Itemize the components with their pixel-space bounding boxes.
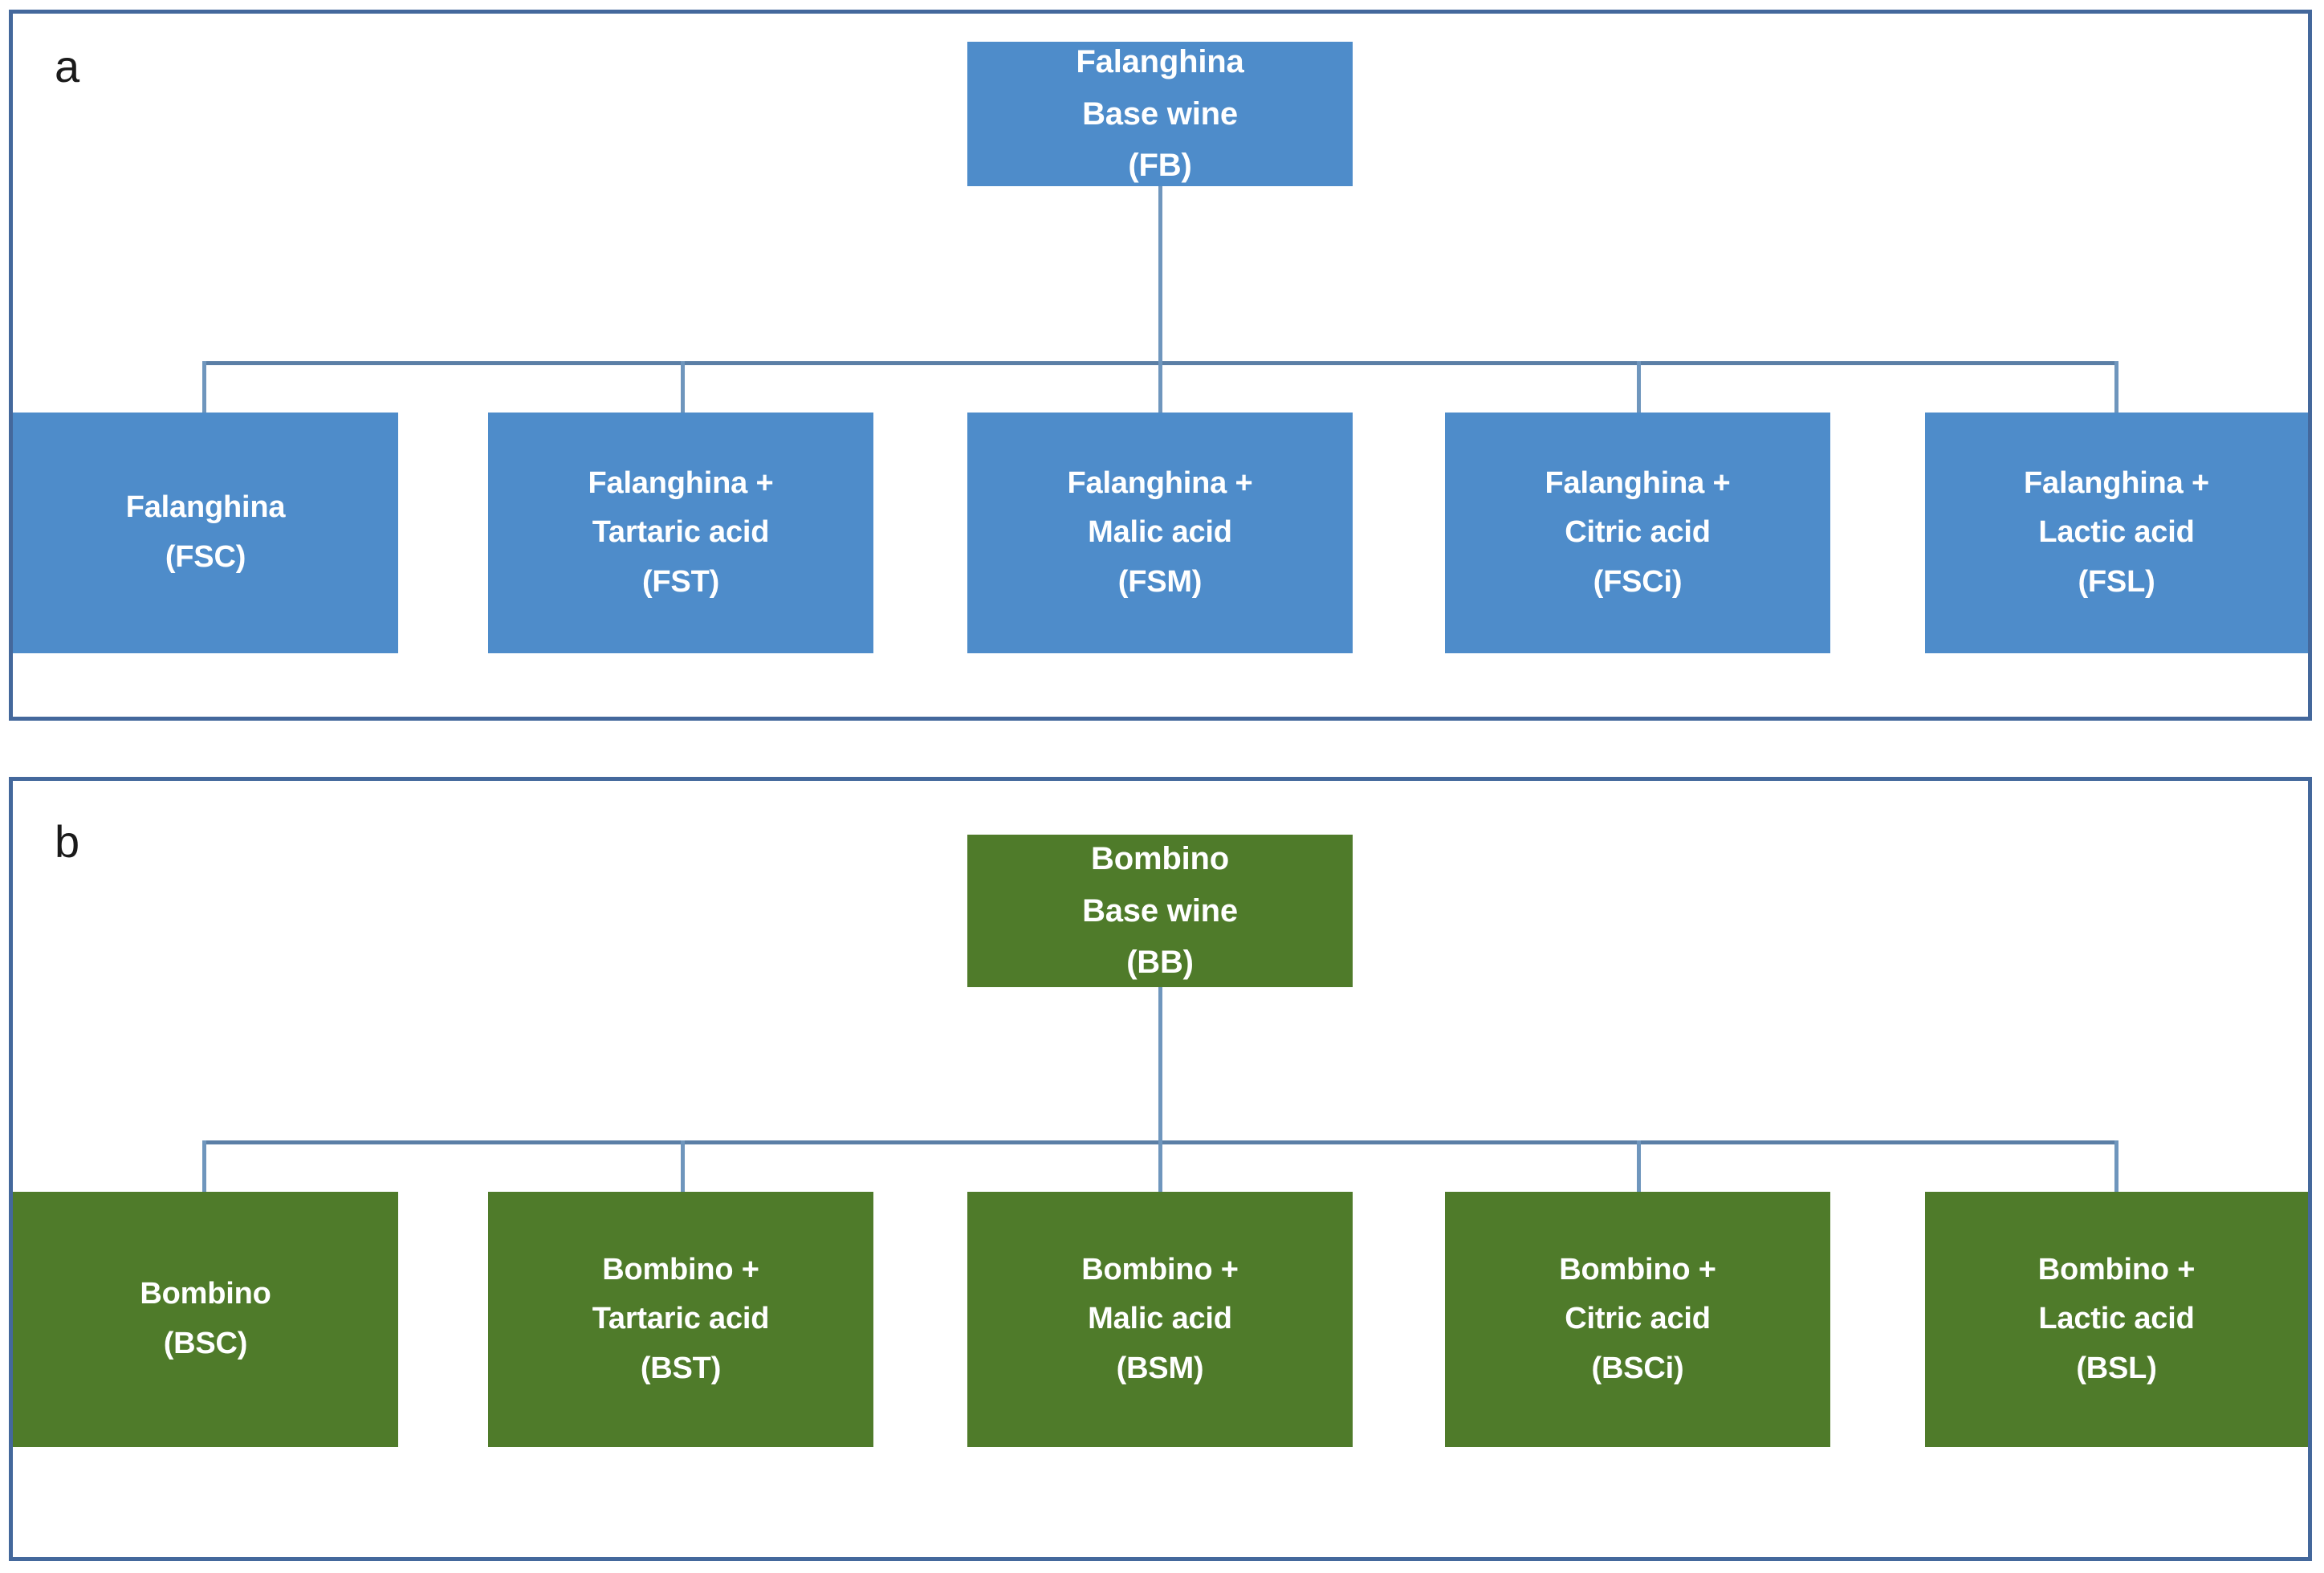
- connector-a-drop-4: [1637, 361, 1641, 416]
- node-bsl: Bombino + Lactic acid (BSL): [1925, 1192, 2308, 1447]
- node-fsl-line-3: (FSL): [2078, 564, 2155, 599]
- node-fsc-line-2: (FSC): [165, 540, 246, 574]
- connector-b-drop-3: [1158, 1140, 1162, 1195]
- node-bb-line-2: Base wine: [1082, 892, 1238, 929]
- node-fsm: Falanghina + Malic acid (FSM): [967, 413, 1353, 653]
- node-fsci-line-3: (FSCi): [1593, 564, 1683, 599]
- node-bsm: Bombino + Malic acid (BSM): [967, 1192, 1353, 1447]
- node-fsm-line-1: Falanghina +: [1067, 465, 1253, 500]
- node-bsl-line-3: (BSL): [2076, 1351, 2157, 1385]
- node-bb: Bombino Base wine (BB): [967, 835, 1353, 987]
- node-fst-line-2: Tartaric acid: [592, 515, 770, 550]
- node-bsci-line-2: Citric acid: [1565, 1302, 1711, 1336]
- connector-a-drop-2: [681, 361, 685, 416]
- node-bst-line-3: (BST): [640, 1351, 722, 1385]
- node-fsl-line-1: Falanghina +: [2024, 465, 2209, 500]
- node-bsci-line-1: Bombino +: [1559, 1252, 1716, 1286]
- node-fsc-line-1: Falanghina: [125, 490, 286, 525]
- node-fb: Falanghina Base wine (FB): [967, 42, 1353, 186]
- panel-a-letter: a: [55, 41, 80, 91]
- connector-a-drop-5: [2114, 361, 2118, 416]
- node-bb-line-3: (BB): [1126, 945, 1194, 981]
- node-bst: Bombino + Tartaric acid (BST): [488, 1192, 873, 1447]
- node-fb-line-2: Base wine: [1082, 96, 1238, 132]
- node-fst: Falanghina + Tartaric acid (FST): [488, 413, 873, 653]
- connector-b-base-drop: [1158, 987, 1162, 1144]
- connector-b-drop-1: [202, 1140, 206, 1195]
- node-fst-line-3: (FST): [641, 564, 720, 599]
- node-bsm-line-1: Bombino +: [1081, 1252, 1239, 1286]
- node-bst-line-1: Bombino +: [602, 1252, 759, 1286]
- node-fsl: Falanghina + Lactic acid (FSL): [1925, 413, 2308, 653]
- node-fb-line-3: (FB): [1128, 148, 1192, 184]
- connector-a-drop-3: [1158, 361, 1162, 416]
- node-bsl-line-2: Lactic acid: [2038, 1302, 2195, 1336]
- node-fsci-line-1: Falanghina +: [1545, 465, 1731, 500]
- node-fsl-line-2: Lactic acid: [2038, 515, 2195, 550]
- connector-a-base-drop: [1158, 186, 1162, 364]
- node-bsc: Bombino (BSC): [13, 1192, 398, 1447]
- node-bsl-line-1: Bombino +: [2037, 1252, 2196, 1286]
- node-bsc-line-2: (BSC): [163, 1327, 248, 1360]
- node-fsm-line-2: Malic acid: [1088, 515, 1232, 550]
- node-fb-line-1: Falanghina: [1076, 43, 1244, 79]
- node-bsc-line-1: Bombino: [140, 1277, 271, 1311]
- node-fsci: Falanghina + Citric acid (FSCi): [1445, 413, 1830, 653]
- node-bsci: Bombino + Citric acid (BSCi): [1445, 1192, 1830, 1447]
- node-bsm-line-2: Malic acid: [1088, 1302, 1232, 1336]
- connector-b-drop-2: [681, 1140, 685, 1195]
- node-fst-line-1: Falanghina +: [588, 465, 774, 500]
- connector-b-drop-5: [2114, 1140, 2118, 1195]
- node-fsci-line-2: Citric acid: [1565, 515, 1711, 550]
- connector-a-drop-1: [202, 361, 206, 416]
- node-fsc: Falanghina (FSC): [13, 413, 398, 653]
- node-bb-line-1: Bombino: [1091, 840, 1229, 876]
- node-fsm-line-3: (FSM): [1117, 564, 1203, 599]
- node-bsm-line-3: (BSM): [1116, 1351, 1204, 1385]
- node-bst-line-2: Tartaric acid: [592, 1302, 770, 1336]
- panel-b-letter: b: [55, 816, 80, 867]
- connector-b-drop-4: [1637, 1140, 1641, 1195]
- node-bsci-line-3: (BSCi): [1591, 1351, 1684, 1385]
